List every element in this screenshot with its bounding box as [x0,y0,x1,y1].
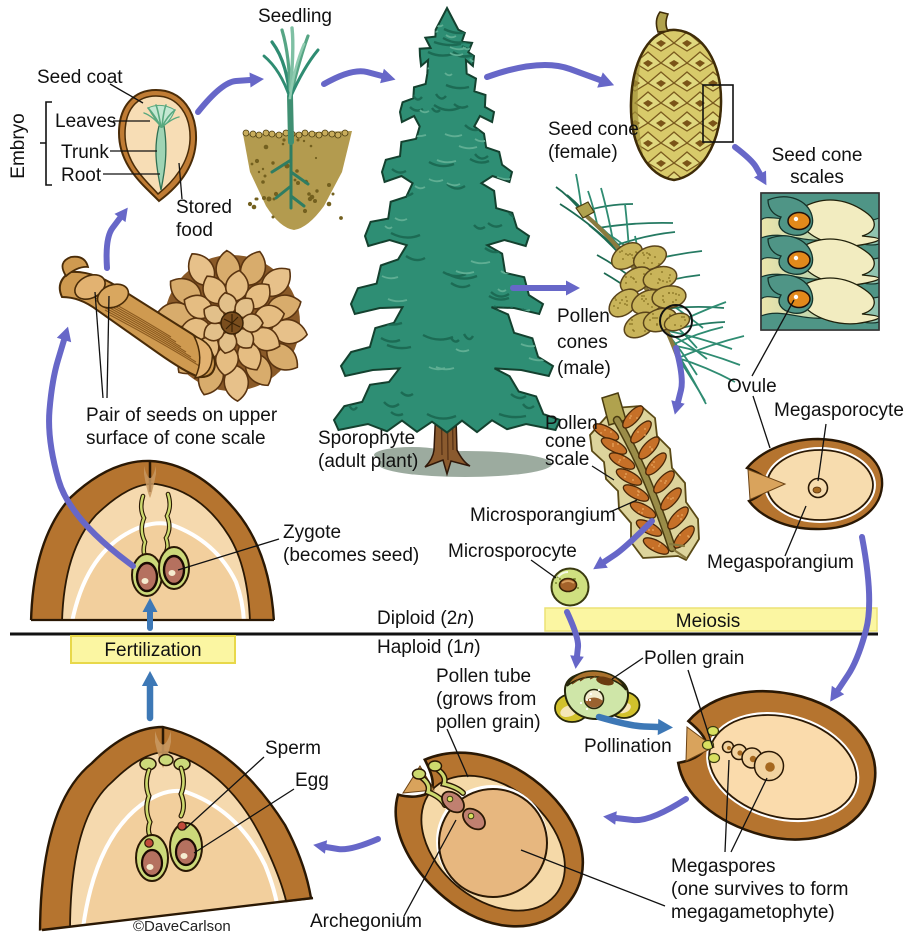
svg-text:(becomes seed): (becomes seed) [283,545,419,566]
svg-text:Diploid (2n): Diploid (2n) [377,608,474,629]
svg-text:Seed cone: Seed cone [548,119,639,140]
svg-text:food: food [176,220,213,241]
svg-text:Pollen tube: Pollen tube [436,666,531,687]
svg-text:Root: Root [61,165,102,186]
svg-text:Egg: Egg [295,770,329,791]
svg-text:Pollen grain: Pollen grain [644,648,744,669]
svg-text:Seedling: Seedling [258,6,332,27]
svg-text:Fertilization: Fertilization [104,640,201,661]
svg-text:Microsporocyte: Microsporocyte [448,541,577,562]
svg-text:Megasporangium: Megasporangium [707,552,854,573]
svg-text:Megaspores: Megaspores [671,856,776,877]
svg-text:Embryo: Embryo [8,113,29,178]
svg-text:Trunk: Trunk [61,142,109,163]
svg-text:(grows from: (grows from [436,689,536,710]
svg-text:Sporophyte: Sporophyte [318,428,415,449]
svg-text:Pollen: Pollen [557,306,610,327]
svg-text:Microsporangium: Microsporangium [470,505,616,526]
svg-text:scale: scale [545,449,589,470]
svg-text:Archegonium: Archegonium [310,911,422,932]
svg-text:(adult plant): (adult plant) [318,451,418,472]
svg-text:Zygote: Zygote [283,522,341,543]
svg-text:Pollination: Pollination [584,736,672,757]
svg-text:Megasporocyte: Megasporocyte [774,400,904,421]
svg-text:Haploid (1n): Haploid (1n) [377,637,481,658]
svg-text:Meiosis: Meiosis [676,611,740,632]
svg-text:Pollen: Pollen [545,413,598,434]
svg-text:Pair of seeds on upper: Pair of seeds on upper [86,405,278,426]
svg-text:(male): (male) [557,358,611,379]
svg-text:surface of cone scale: surface of cone scale [86,428,266,449]
svg-text:megagametophyte): megagametophyte) [671,902,835,923]
svg-text:©DaveCarlson: ©DaveCarlson [133,918,231,935]
svg-text:Seed coat: Seed coat [37,67,123,88]
svg-text:cones: cones [557,332,608,353]
svg-text:pollen grain): pollen grain) [436,712,541,733]
svg-text:Seed cone: Seed cone [772,145,863,166]
svg-text:Ovule: Ovule [727,376,777,397]
svg-text:(female): (female) [548,142,618,163]
svg-text:scales: scales [790,167,844,188]
svg-text:Leaves: Leaves [55,111,116,132]
svg-text:(one survives to form: (one survives to form [671,879,848,900]
svg-text:cone: cone [545,431,586,452]
svg-text:Sperm: Sperm [265,738,321,759]
svg-text:Stored: Stored [176,197,232,218]
